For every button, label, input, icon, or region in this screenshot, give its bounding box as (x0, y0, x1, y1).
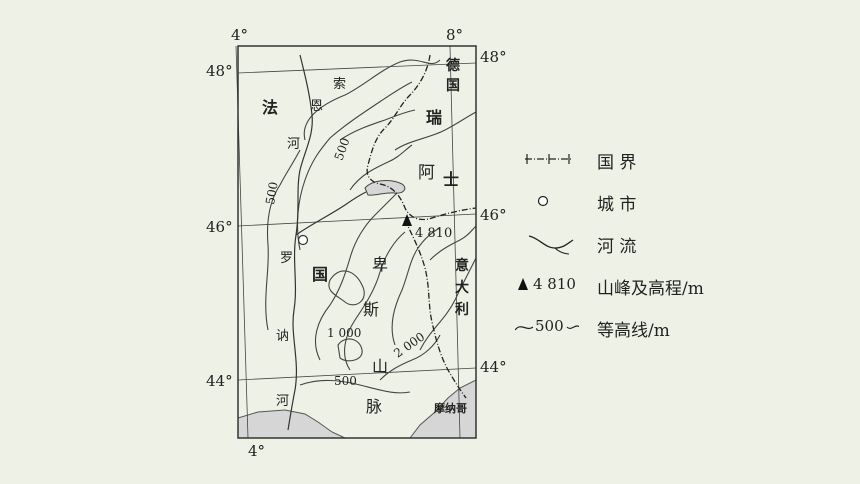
city-icon (537, 195, 549, 207)
label-france: 法 (262, 98, 278, 117)
contour-label: 500 (263, 181, 281, 206)
label-alps-a: 阿 (418, 163, 435, 183)
label-saone: 索 (333, 77, 346, 92)
rivers (287, 54, 367, 431)
label-france: 国 (312, 265, 328, 284)
legend-item-city: 城 市 (515, 186, 715, 216)
legend-prefix: 4 810 (533, 275, 576, 293)
legend-prefix: 500 (535, 317, 564, 335)
label-saone: 河 (287, 137, 300, 152)
label-rhone: 罗 (280, 251, 293, 266)
label-alps: 山 (372, 357, 388, 376)
legend-label: 山峰及高程/m (597, 279, 704, 299)
contour-label: 2 000 (391, 329, 427, 360)
peak-marker (402, 214, 412, 226)
latitude-line (237, 213, 477, 227)
latitude-line (237, 367, 477, 381)
legend-label: 河 流 (597, 237, 637, 257)
lat-label-right: 48° (480, 48, 507, 66)
label-germany: 德 (446, 57, 460, 74)
city-marker (297, 234, 309, 246)
contour-icon (515, 325, 579, 331)
contour-label: 500 (332, 136, 353, 162)
sea-area (237, 409, 346, 439)
lake (364, 180, 406, 196)
label-monaco: 摩纳哥 (434, 401, 467, 415)
legend-item-peak: 4 810 山峰及高程/m (515, 270, 715, 300)
label-italy: 利 (455, 301, 469, 318)
lat-label-right: 44° (480, 358, 507, 376)
lon-label-top: 8° (446, 26, 464, 44)
legend-item-contour: 500 等高线/m (515, 312, 715, 342)
border-icon (525, 154, 571, 164)
contour-label: 1 000 (327, 326, 361, 340)
peak-icon (518, 278, 528, 290)
lat-label-left: 46° (206, 218, 233, 236)
label-switzerland: 瑞 (426, 108, 442, 127)
lat-label-left: 44° (206, 372, 233, 390)
label-alps: 卑 (372, 255, 388, 274)
lat-label-left: 48° (206, 62, 233, 80)
label-germany: 国 (446, 78, 460, 94)
latitude-line (237, 62, 477, 74)
contour-label: 500 (334, 374, 357, 388)
contour-lines (265, 59, 477, 394)
legend-label: 国 界 (597, 153, 637, 173)
lon-label-bottom: 4° (248, 442, 266, 460)
peak-elevation: 4 810 (415, 226, 452, 241)
lat-label-right: 46° (480, 206, 507, 224)
legend-item-river: 河 流 (515, 228, 715, 258)
label-alps: 斯 (363, 300, 379, 319)
legend-label: 城 市 (597, 195, 637, 215)
label-italy: 大 (455, 279, 469, 296)
legend-item-border: 国 界 (515, 144, 715, 174)
label-rhone: 讷 (276, 329, 289, 344)
river-icon (528, 235, 574, 255)
label-italy: 意 (455, 257, 469, 274)
label-saone: 恩 (310, 99, 323, 114)
label-alps: 脉 (366, 397, 382, 416)
national-border (366, 54, 477, 399)
label-switzerland: 士 (443, 170, 459, 189)
legend-label: 等高线/m (597, 321, 670, 341)
label-rhone: 河 (276, 394, 289, 409)
map-frame (237, 45, 477, 439)
lon-label-top: 4° (231, 26, 249, 44)
